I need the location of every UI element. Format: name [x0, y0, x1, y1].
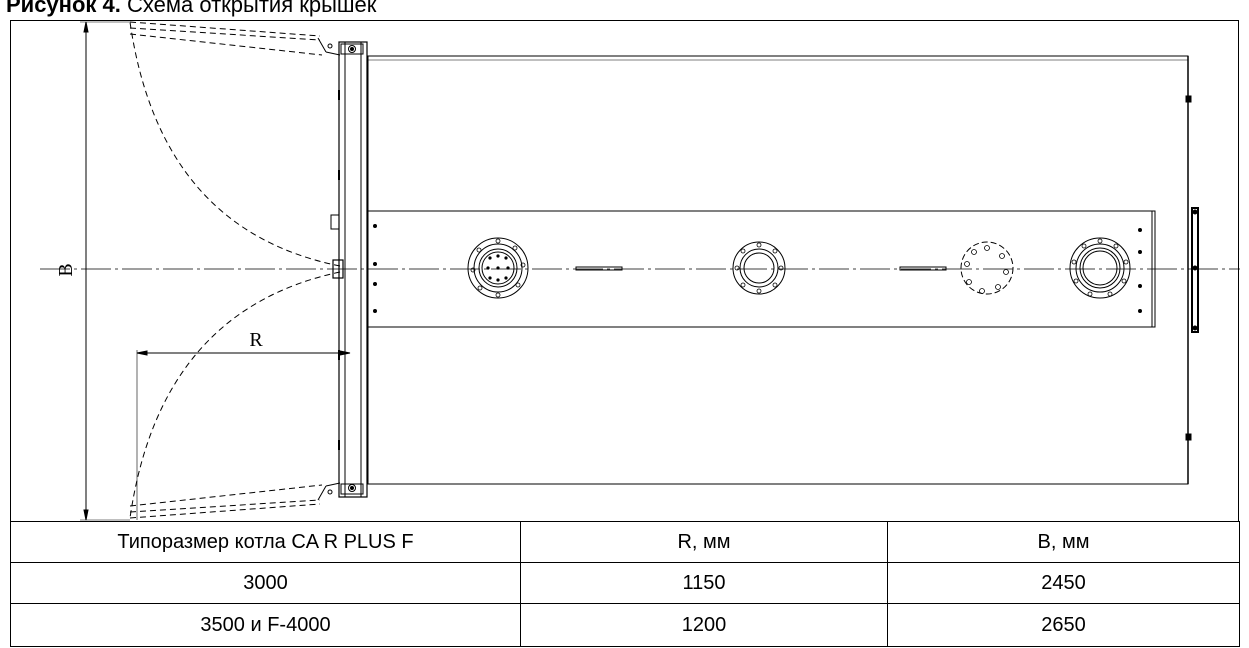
slot-2 [899, 266, 947, 271]
nozzle-2 [732, 241, 786, 295]
nozzle-1 [467, 237, 529, 299]
cell-size: 3000 [10, 562, 521, 604]
hinge-bottom [317, 482, 341, 501]
header-cell-b: B, мм [887, 521, 1240, 563]
cell-r: 1150 [520, 562, 888, 604]
right-flange-bar [1191, 207, 1199, 333]
cell-r: 1200 [520, 603, 888, 647]
right-lug-top [1185, 95, 1192, 103]
slot-1 [575, 266, 623, 271]
front-door-column [330, 41, 368, 498]
hinge-top [317, 37, 341, 56]
table-header-row: Типоразмер котла CA R PLUS F R, мм B, мм [10, 521, 1240, 563]
dimension-b [80, 21, 130, 521]
table-row: 3500 и F-4000 1200 2650 [10, 603, 1240, 647]
drawing-frame [10, 20, 1239, 521]
figure-caption-number: Рисунок 4. [6, 0, 121, 17]
cell-size: 3500 и F-4000 [10, 603, 521, 647]
dimensions-table: Типоразмер котла CA R PLUS F R, мм B, мм… [10, 521, 1240, 647]
right-lug-bottom [1185, 433, 1192, 441]
cell-b: 2650 [887, 603, 1240, 647]
header-cell-r: R, мм [520, 521, 888, 563]
nozzle-4 [1069, 237, 1131, 299]
nozzle-3 [960, 241, 1014, 295]
door-swing-lower [129, 271, 341, 519]
header-cell-size: Типоразмер котла CA R PLUS F [10, 521, 521, 563]
figure-caption: Рисунок 4. Схема открытия крышек [6, 0, 376, 20]
dimension-b-label: B [55, 263, 77, 276]
door-swing-upper [129, 21, 341, 267]
dimension-r [136, 350, 351, 520]
table-row: 3000 1150 2450 [10, 562, 1240, 604]
figure-caption-title: Схема открытия крышек [120, 0, 377, 17]
dimension-r-label: R [249, 329, 263, 351]
technical-drawing: B R [40, 21, 1240, 521]
cell-b: 2450 [887, 562, 1240, 604]
